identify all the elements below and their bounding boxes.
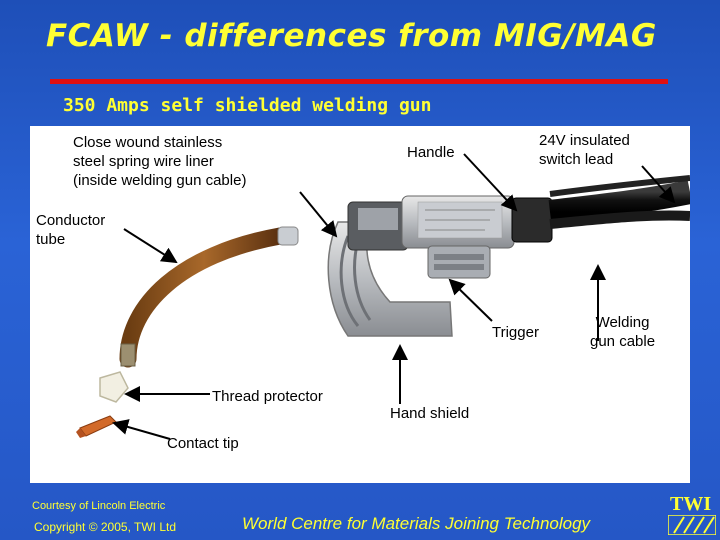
contact-tip-label: Contact tip [167,435,239,452]
welding-gun-cable-label: Welding gun cable [590,314,656,350]
gun-handle-image [347,195,553,251]
twi-logo-icon [668,515,716,535]
copyright-notice: Copyright © 2005, TWI Ltd [34,520,177,534]
handle-label: Handle [407,144,455,161]
conductor-tube-label: Conductor tube [36,212,106,248]
hand-shield-label: Hand shield [390,405,470,422]
title-underline [50,79,668,84]
welding-gun-cable-image [548,175,690,229]
trigger-image [427,245,491,279]
switch-lead-label: 24V insulated switch lead [539,132,630,168]
slide-subtitle: 350 Amps self shielded welding gun [63,95,432,116]
twi-logo-text: TWI [670,493,712,515]
thread-protector-image [99,371,129,403]
welding-gun-photo-panel: Close wound stainless steel spring wire … [30,126,690,483]
liner-label: Close wound stainless steel spring wire … [73,134,247,189]
conductor-tube-image [119,226,299,368]
thread-protector-label: Thread protector [212,388,323,405]
slide-title: FCAW - differences from MIG/MAG [46,18,657,54]
welding-gun-illustration [76,153,690,440]
trigger-label: Trigger [492,324,539,341]
photo-credit: Courtesy of Lincoln Electric [32,500,166,512]
leader-arrows [112,153,676,440]
contact-tip-image [76,415,117,438]
footer-tagline: World Centre for Materials Joining Techn… [242,514,591,533]
